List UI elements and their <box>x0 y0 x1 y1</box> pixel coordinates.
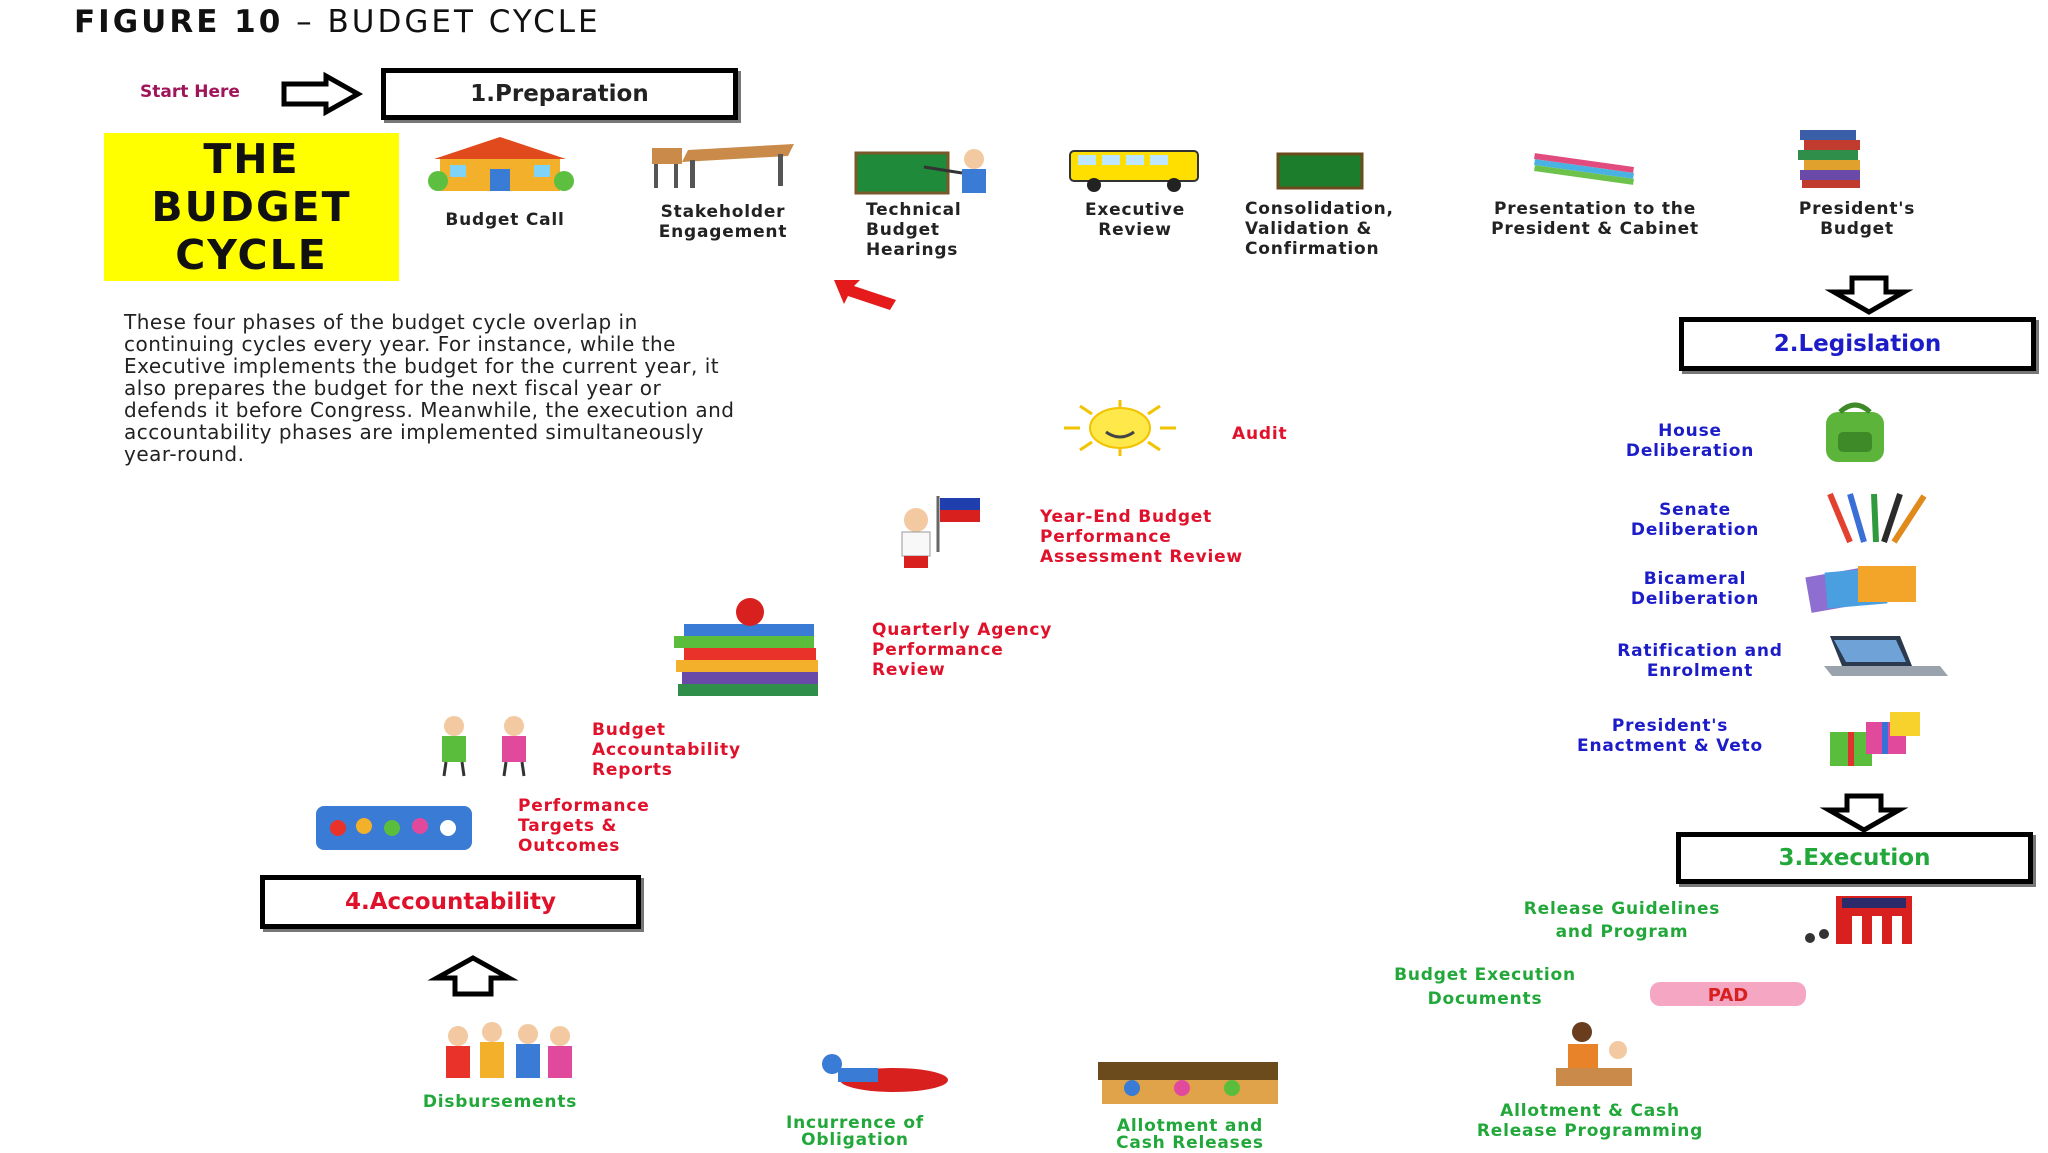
chalkboard-icon <box>1276 152 1364 190</box>
title-line: CYCLE <box>175 231 328 279</box>
prep-step-label: Consolidation, Validation & Confirmation <box>1245 199 1394 259</box>
acct-step-label: Quarterly Agency Performance Review <box>872 620 1053 680</box>
prep-step-label: Technical Budget Hearings <box>866 200 962 260</box>
sun-icon <box>1064 400 1176 456</box>
legis-step-label: Bicameral Deliberation <box>1630 569 1760 609</box>
flag-kid-icon <box>901 496 980 568</box>
legis-step-label: Senate Deliberation <box>1630 500 1760 540</box>
prep-step-label: Executive Review <box>1084 200 1186 240</box>
phase-execution-box: 3.Execution <box>1676 832 2033 884</box>
laptop-icon <box>1824 636 1948 676</box>
school-icon <box>428 137 574 191</box>
books-stack-icon <box>1798 130 1860 188</box>
kids-group-icon <box>446 1022 572 1078</box>
exec-step-label: Incurrence of Obligation <box>785 1113 924 1150</box>
figure-title: FIGURE 10 – BUDGET CYCLE <box>74 4 601 40</box>
acct-step-label: Year-End Budget Performance Assessment R… <box>1040 507 1243 567</box>
pens-icon <box>1827 492 1927 544</box>
legis-step-label: President's Enactment & Veto <box>1577 716 1763 756</box>
folders-icon <box>1805 566 1916 613</box>
prep-step-label: Budget Call <box>445 210 565 230</box>
up-arrow-icon <box>427 955 519 997</box>
start-here-label: Start Here <box>140 82 240 102</box>
red-arrow-icon <box>834 280 896 310</box>
building-icon <box>1805 896 1912 944</box>
phase-legislation-box: 2.Legislation <box>1679 317 2036 371</box>
down-arrow-icon <box>1819 793 1909 833</box>
legis-step-label: House Deliberation <box>1625 421 1755 461</box>
teacher-icon <box>854 149 986 195</box>
start-arrow-icon <box>281 71 364 117</box>
prep-step-label: President's Budget <box>1798 199 1916 239</box>
svg-text:PAD: PAD <box>1708 985 1748 1006</box>
exec-step-label: Allotment & Cash Release Programming <box>1476 1101 1704 1141</box>
acct-step-label: Audit <box>1232 424 1288 444</box>
exec-step-label: Release Guidelines and Program <box>1523 899 1721 942</box>
phase-preparation-box: 1.Preparation <box>381 68 738 120</box>
acct-step-label: Budget Accountability Reports <box>592 720 741 780</box>
acct-step-label: Performance Targets & Outcomes <box>518 796 650 856</box>
exec-step-label: Budget Execution Documents <box>1394 965 1576 1009</box>
kids-reading-icon <box>1556 1022 1632 1086</box>
down-arrow-icon <box>1824 275 1914 315</box>
backpack-icon <box>1826 402 1884 462</box>
gifts-icon <box>1830 712 1920 766</box>
child-reading-icon <box>822 1054 948 1092</box>
prep-step-label: Stakeholder Engagement <box>658 202 788 242</box>
title-line: THE <box>203 135 300 183</box>
bus-icon <box>1069 150 1199 192</box>
parade-icon <box>316 806 472 850</box>
phase-accountability-box: 4.Accountability <box>260 875 641 929</box>
title-line: BUDGET <box>151 183 352 231</box>
exec-step-label: Allotment and Cash Releases <box>1116 1116 1264 1153</box>
books-apple-icon <box>674 598 818 696</box>
classroom-icon <box>1098 1062 1278 1104</box>
children-icon <box>442 716 526 777</box>
desk-icon <box>652 144 794 188</box>
budget-cycle-title-block: THE BUDGET CYCLE <box>104 133 399 281</box>
crayons-icon <box>1534 153 1634 185</box>
prep-step-label: Presentation to the President & Cabinet <box>1491 199 1699 239</box>
exec-step-label: Disbursements <box>422 1092 578 1112</box>
description-paragraph: These four phases of the budget cycle ov… <box>124 310 735 466</box>
logo-icon: PAD <box>1650 982 1806 1006</box>
legis-step-label: Ratification and Enrolment <box>1617 641 1783 681</box>
